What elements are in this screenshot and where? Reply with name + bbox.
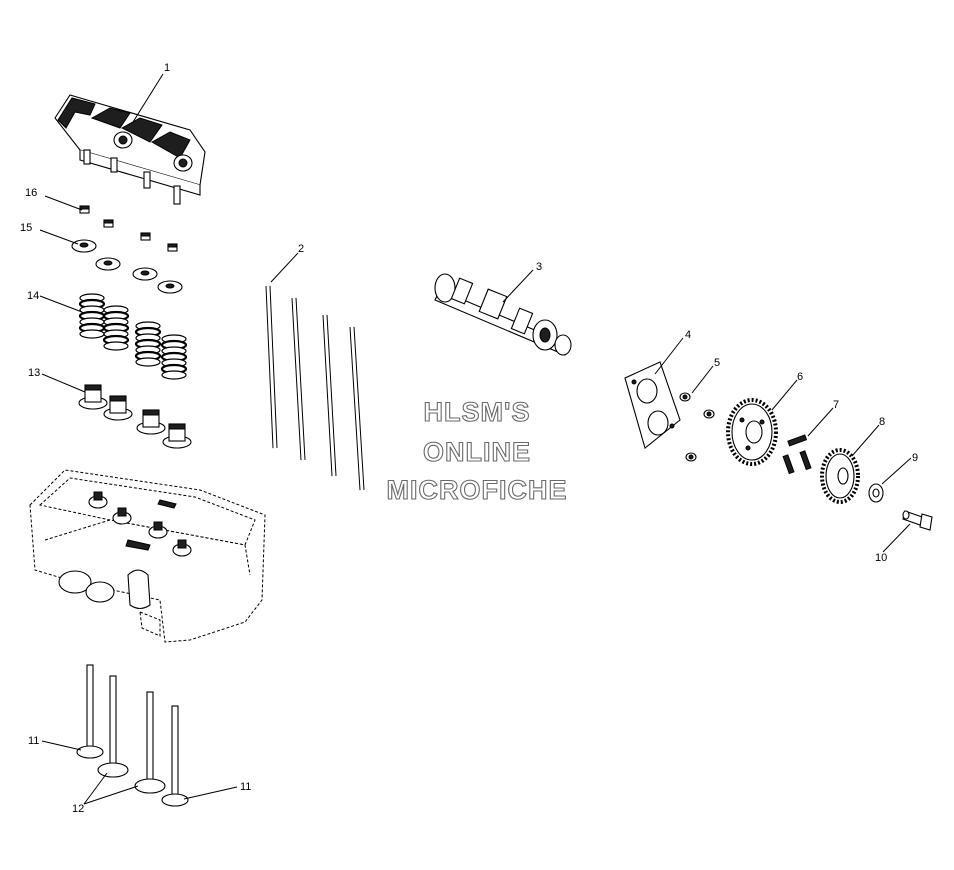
camshaft-gear xyxy=(726,398,778,466)
callout-6: 6 xyxy=(797,371,803,383)
valve-springs xyxy=(78,293,188,380)
watermark-line-2: ONLINE xyxy=(423,437,531,467)
washer xyxy=(868,483,884,503)
callout-5: 5 xyxy=(714,357,720,369)
callout-11-upper: 11 xyxy=(28,735,39,747)
callout-12: 12 xyxy=(72,803,84,815)
push-rods xyxy=(265,285,365,491)
callout-9: 9 xyxy=(912,452,918,464)
valve-stem-seals xyxy=(78,384,192,449)
callout-2: 2 xyxy=(298,243,304,255)
camshaft xyxy=(434,273,572,356)
callout-11-lower: 11 xyxy=(240,781,251,793)
valves xyxy=(76,664,189,807)
plate-screws xyxy=(679,392,715,462)
drive-gear xyxy=(820,448,860,504)
watermark-line-1: HLSM'S xyxy=(424,397,531,427)
callout-10: 10 xyxy=(875,552,887,564)
valve-spring xyxy=(160,334,188,380)
callout-4: 4 xyxy=(685,329,691,341)
leader-lines xyxy=(39,73,912,805)
gear-bolt xyxy=(902,510,933,531)
watermark: HLSM'S ONLINE MICROFICHE xyxy=(386,396,568,505)
callout-3: 3 xyxy=(536,261,542,273)
spring-retainers xyxy=(71,239,183,294)
callout-15: 15 xyxy=(20,222,32,234)
watermark-line-3: MICROFICHE xyxy=(387,475,568,505)
cylinder-head xyxy=(29,469,266,643)
callout-14: 14 xyxy=(27,290,39,302)
valve-spring xyxy=(134,321,162,367)
timing-cover-plate xyxy=(624,361,681,449)
callout-13: 13 xyxy=(28,367,40,379)
valve-spring xyxy=(102,305,130,351)
callout-8: 8 xyxy=(879,416,885,428)
valve-keepers xyxy=(79,205,178,252)
callout-1: 1 xyxy=(164,62,170,74)
valve-spring xyxy=(78,293,106,339)
callout-7: 7 xyxy=(833,399,839,411)
callout-labels: 1 16 15 14 13 2 3 4 5 6 7 8 9 10 11 11 1… xyxy=(20,62,918,815)
gear-keys xyxy=(782,434,812,475)
callout-16: 16 xyxy=(25,187,37,199)
rocker-arm-assembly xyxy=(54,94,206,205)
